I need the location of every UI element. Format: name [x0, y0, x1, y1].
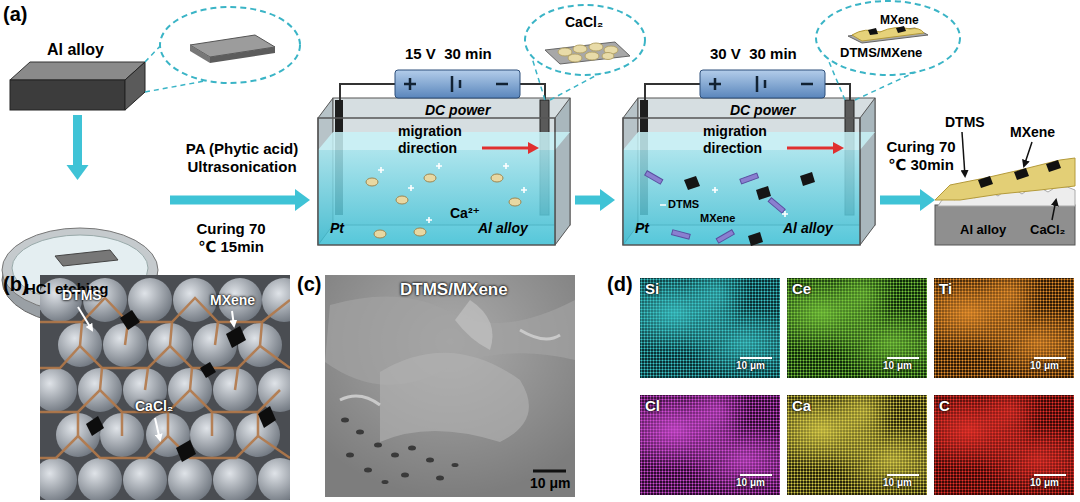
arrow-shaft: [73, 115, 82, 166]
element-label: Si: [645, 280, 659, 298]
arrow-head: [600, 189, 615, 211]
layer-label: MXene: [1010, 124, 1055, 141]
scale-label: 10 μm: [883, 360, 912, 372]
arrow-shaft: [880, 195, 921, 204]
direction-label: migration direction: [398, 123, 478, 157]
scale-bar: [1034, 474, 1066, 476]
layer-label: MXene: [880, 13, 919, 27]
eds-map: Ca 10 μm: [787, 395, 927, 495]
particle-label: DTMS: [668, 198, 699, 211]
image-title: DTMS/MXene: [400, 280, 508, 300]
alloy-bar: Al alloy: [5, 40, 150, 115]
scale-label: 10 μm: [883, 477, 912, 489]
arrow-head: [920, 189, 935, 211]
electrode-label: Al alloy: [478, 220, 528, 237]
layer-label: CaCl₂: [1030, 222, 1065, 238]
power-label: DC power: [730, 102, 795, 119]
step-condition: Curing 70 ℃ 30min: [878, 138, 964, 174]
scale-label: 10 μm: [1030, 360, 1059, 372]
schematic-panel: DTMS MXeneCaCl₂: [40, 275, 290, 500]
electrode-label: Pt: [635, 220, 649, 237]
scale-bar: [887, 357, 919, 359]
eds-map: C 10 μm: [934, 395, 1074, 495]
particle-label: MXene: [700, 212, 735, 225]
element-label: Cl: [645, 397, 660, 415]
panel-letter: (c): [297, 272, 321, 296]
element-label: Ca: [792, 397, 811, 415]
electrolysis-tank: 15 V 30 min DC power migration directionCa…: [310, 40, 575, 250]
step-condition: PA (Phytic acid) Ultrasonication: [178, 140, 306, 176]
power-label: DC power: [425, 102, 490, 119]
process-arrow: [170, 189, 310, 211]
scale-bar: [1034, 357, 1066, 359]
layer-label: DTMS/MXene: [840, 45, 922, 61]
arrow-head: [67, 165, 89, 180]
voltage-label: 15 V 30 min: [405, 45, 492, 63]
step-condition: Curing 70 ℃ 15min: [188, 220, 274, 256]
component-label: DTMS: [62, 287, 102, 304]
panel-letter: (d): [607, 272, 633, 296]
eds-map: Cl 10 μm: [640, 395, 780, 495]
arrow-shaft: [170, 195, 296, 204]
scale-label: 10 μm: [1030, 477, 1059, 489]
process-arrow: [67, 115, 89, 180]
layer-label: Al alloy: [960, 222, 1006, 238]
scale-label: 10 μm: [736, 360, 765, 372]
zoom-inset: CaCl₂: [525, 5, 645, 75]
eds-map: Ce 10 μm: [787, 278, 927, 378]
coating-stack: DTMS MXene Al alloy CaCl₂: [935, 114, 1077, 250]
layer-label: DTMS: [945, 114, 985, 131]
voltage-label: 30 V 30 min: [710, 45, 797, 63]
process-arrow: [880, 189, 935, 211]
ion-label: Ca²⁺: [450, 205, 480, 222]
scale-label: 10 μm: [530, 475, 570, 492]
scale-bar: [740, 357, 772, 359]
component-label: CaCl₂: [135, 398, 173, 415]
element-label: Ce: [792, 280, 811, 298]
eds-map: Ti 10 μm: [934, 278, 1074, 378]
component-label: MXene: [210, 292, 255, 309]
scale-bar: [740, 474, 772, 476]
direction-label: migration direction: [703, 123, 783, 157]
process-arrow: [575, 189, 615, 211]
element-label: C: [939, 397, 950, 415]
zoom-inset: MXeneDTMS/MXene: [818, 3, 958, 75]
electrolysis-tank: 30 V 30 min DC power migration directionPt…: [615, 40, 880, 250]
scale-label: 10 μm: [736, 477, 765, 489]
element-label: Ti: [939, 280, 952, 298]
arrow-head: [295, 189, 310, 211]
arrow-shaft: [575, 196, 601, 205]
electrode-label: Al alloy: [783, 220, 833, 237]
electrode-label: Pt: [330, 220, 344, 237]
scale-bar: [887, 474, 919, 476]
layer-label: CaCl₂: [565, 14, 603, 31]
panel-letter: (a): [3, 2, 27, 26]
part-label: Al alloy: [47, 40, 104, 59]
panel-letter: (b): [3, 272, 29, 296]
sem-image: DTMS/MXene 10 μm: [325, 275, 575, 497]
eds-map: Si 10 μm: [640, 278, 780, 378]
etching-dish: HCl etching: [0, 180, 170, 335]
